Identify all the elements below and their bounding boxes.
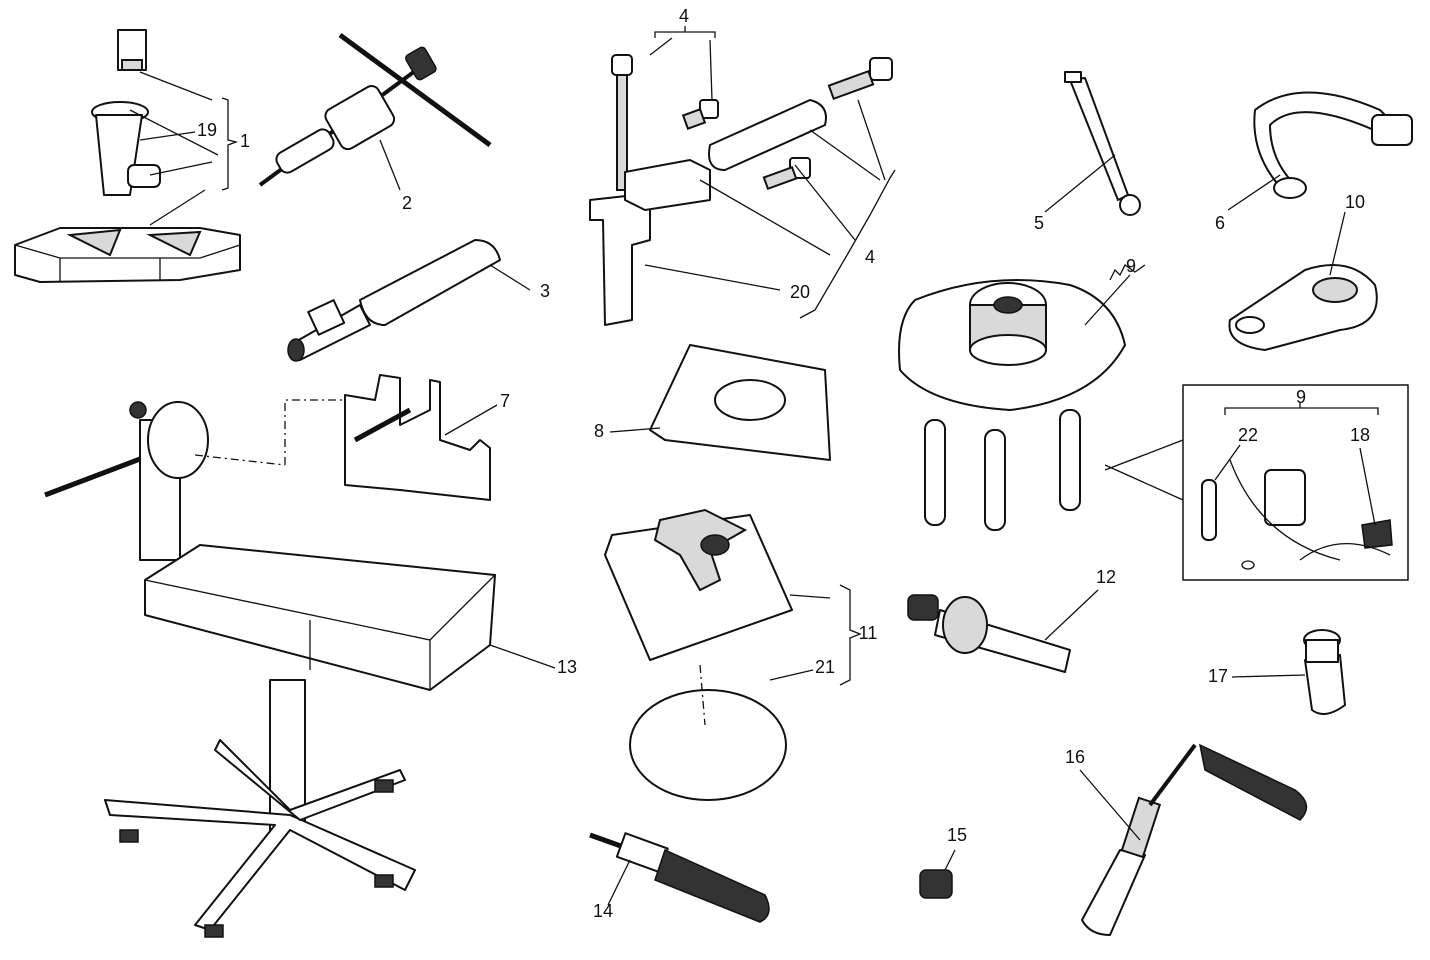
callout-6: 6 (1215, 213, 1225, 233)
callout-16: 16 (1065, 747, 1085, 767)
part-13-stand (44, 401, 496, 938)
callout-21: 21 (815, 657, 835, 677)
callout-14: 14 (593, 901, 613, 921)
callout-13: 13 (557, 657, 577, 677)
part-14-tool (589, 832, 770, 923)
part-3-tool (287, 239, 501, 362)
inset-detail-box (1182, 384, 1409, 581)
callout-7: 7 (500, 391, 510, 411)
part-4-20-jig (589, 26, 893, 326)
leader-lines (129, 37, 1376, 906)
part-17-sleeve (1303, 629, 1346, 715)
part-8-plate (649, 344, 831, 461)
callout-5: 5 (1034, 213, 1044, 233)
callout-10: 10 (1345, 192, 1365, 212)
callout-22: 22 (1238, 425, 1258, 445)
part-9-tool (898, 279, 1126, 531)
callout-17: 17 (1208, 666, 1228, 686)
part-12-tool (907, 594, 1071, 673)
part-15-nut (919, 869, 953, 899)
part-10-tool (1228, 264, 1378, 351)
callout-3: 3 (540, 281, 550, 301)
callout-18: 18 (1350, 425, 1370, 445)
callout-15: 15 (947, 825, 967, 845)
part-5-tool (1064, 71, 1141, 216)
callout-4-right: 4 (865, 247, 875, 267)
callout-4-top: 4 (679, 6, 689, 26)
part-16-tool (1081, 743, 1308, 936)
part-2-tool (258, 32, 492, 187)
part-1-tool (14, 29, 241, 283)
part-6-tool (1253, 91, 1413, 199)
callout-11: 11 (859, 623, 878, 643)
callout-19: 19 (197, 120, 217, 140)
part-11-21-tool (604, 508, 862, 801)
callout-9-inset: 9 (1296, 387, 1306, 407)
part-7-plate (344, 374, 491, 501)
callout-labels: 1 19 2 3 4 4 20 5 6 10 9 9 22 18 7 8 11 … (197, 6, 1370, 921)
callout-20: 20 (790, 282, 810, 302)
callout-9: 9 (1126, 256, 1136, 276)
callout-1: 1 (240, 131, 250, 151)
callout-8: 8 (594, 421, 604, 441)
callout-12: 12 (1096, 567, 1116, 587)
callout-2: 2 (402, 193, 412, 213)
